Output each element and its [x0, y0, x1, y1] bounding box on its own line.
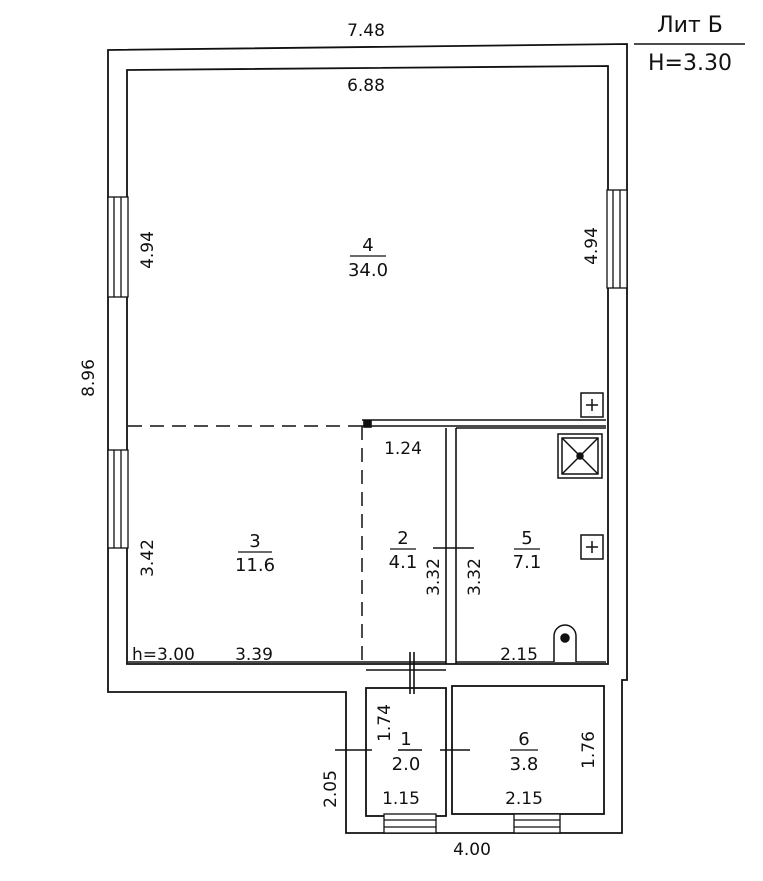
room-number: 6: [518, 729, 529, 750]
partition-marker: [363, 420, 372, 428]
dim-room6-right: 1.76: [579, 731, 599, 769]
dim-room1-outer: 2.05: [321, 770, 341, 808]
room-number: 5: [521, 528, 532, 549]
shower-tray-icon: [557, 433, 603, 479]
room-labels: 4 34.0 3 11.6 2 4.1 5 7.1 1 2.0 6 3.8: [235, 235, 541, 775]
room-number: 2: [397, 528, 408, 549]
dim-room4-left: 4.94: [138, 231, 158, 269]
building-height: Н=3.30: [648, 51, 732, 76]
dimension-labels: 7.48 6.88 8.96 4.94 4.94 3.42 3.39 1.24 …: [79, 21, 602, 860]
toilet-icon: [553, 624, 577, 662]
room-3-label: 3 11.6: [235, 531, 275, 576]
room-number: 1: [400, 729, 411, 750]
plan-header: Лит Б Н=3.30: [634, 13, 745, 76]
dim-outer-left: 8.96: [79, 359, 99, 397]
ceiling-height-note: h=3.00: [132, 645, 195, 665]
dim-room3-bottom: 3.39: [235, 645, 273, 665]
dim-annex-bottom: 4.00: [453, 840, 491, 860]
socket-icon-lower: [580, 534, 604, 560]
dim-room2-right: 3.32: [424, 558, 444, 596]
window-right: [606, 189, 628, 289]
room-area: 3.8: [510, 754, 539, 775]
dim-room4-width: 6.88: [347, 76, 385, 96]
inner-wall-contour: [126, 65, 609, 665]
dimension-ticks: [335, 547, 474, 751]
room-number: 4: [362, 235, 373, 256]
zone-lines: [128, 425, 363, 662]
socket-icon-upper: [580, 392, 604, 418]
dim-room6-bottom: 2.15: [505, 789, 543, 809]
room-6-label: 6 3.8: [510, 729, 539, 775]
walls: [107, 43, 628, 834]
dim-room1-height: 1.74: [375, 704, 395, 742]
windows: [107, 189, 628, 834]
dim-room5-left: 3.32: [465, 558, 485, 596]
dim-outer-top: 7.48: [347, 21, 385, 41]
building-label: Лит Б: [657, 13, 723, 38]
dim-room3-left: 3.42: [138, 539, 158, 577]
room-4-label: 4 34.0: [348, 235, 388, 281]
outer-wall-contour: [107, 43, 628, 834]
dim-room4-right: 4.94: [582, 227, 602, 265]
dim-room1-bottom: 1.15: [382, 789, 420, 809]
room-area: 4.1: [389, 552, 418, 573]
partitions: [128, 419, 606, 694]
room-area: 34.0: [348, 260, 388, 281]
window-left-lower: [107, 449, 129, 549]
window-left-upper: [107, 196, 129, 298]
room-area: 11.6: [235, 555, 275, 576]
dim-room2-top: 1.24: [384, 439, 422, 459]
room-1-label: 1 2.0: [392, 729, 421, 775]
fixtures: [553, 392, 604, 662]
room-area: 2.0: [392, 754, 421, 775]
dim-room5-bottom: 2.15: [500, 645, 538, 665]
window-bottom-right: [513, 813, 561, 834]
room-5-label: 5 7.1: [513, 528, 542, 573]
room-number: 3: [249, 531, 260, 552]
room-2-label: 2 4.1: [389, 528, 418, 573]
window-bottom-left: [383, 813, 437, 834]
room-area: 7.1: [513, 552, 542, 573]
